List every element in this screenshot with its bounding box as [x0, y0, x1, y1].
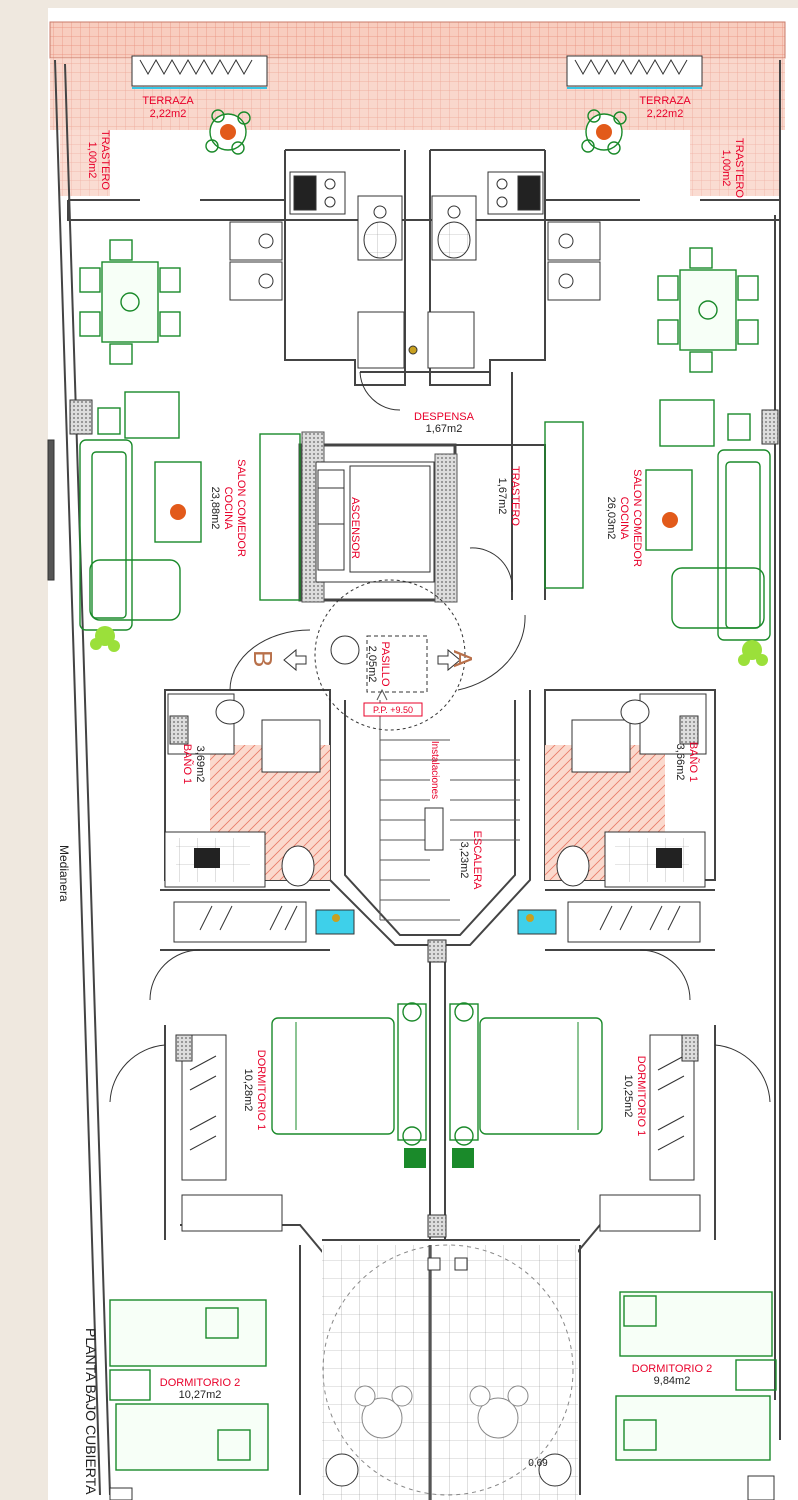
escalera-area: 3,23m2: [458, 842, 470, 879]
dorm1-right-area: 10,25m2: [622, 1075, 634, 1118]
trastero-right-name: TRASTERO: [733, 138, 745, 198]
terraza-left-name: TERRAZA: [142, 95, 194, 107]
door-mark-a: A: [448, 650, 478, 668]
terrace-planters: [131, 55, 703, 89]
sofa-set-right: [645, 399, 779, 641]
dorm1-left-area: 10,28m2: [242, 1069, 254, 1112]
trastero-left-area: 1,00m2: [86, 142, 98, 179]
pasillo-name: PASILLO: [379, 641, 391, 686]
salon-left-sub: COCINA: [222, 487, 234, 530]
terraza-left-area: 2,22m2: [150, 108, 187, 120]
landing-doors: [229, 371, 526, 731]
salon-left-name: SALON COMEDOR: [235, 459, 247, 557]
terrace-table-left: [205, 109, 251, 155]
terraza-right-name: TERRAZA: [639, 95, 691, 107]
despensa-area: 1,67m2: [426, 423, 463, 435]
trastero-left-name: TRASTERO: [99, 130, 111, 190]
elevator: [315, 461, 435, 583]
shafts: [175, 807, 699, 1271]
double-beds: [271, 1002, 603, 1168]
dining-table-right: [657, 247, 759, 373]
ascensor-name: ASCENSOR: [349, 497, 361, 559]
bano-right-area: 3,66m2: [674, 744, 686, 781]
bano-left-area: 3,69m2: [194, 746, 206, 783]
dimension-label: 0,69: [528, 1458, 548, 1469]
trastero-right-area: 1,00m2: [720, 150, 732, 187]
dorm2-right-area: 9,84m2: [654, 1375, 691, 1387]
dorm1-left-name: DORMITORIO 1: [255, 1050, 267, 1130]
central-terrace: [322, 1244, 578, 1500]
instalaciones-label: Instalaciones: [429, 741, 440, 799]
kitchen-units: [229, 171, 601, 369]
dorm1-right-name: DORMITORIO 1: [635, 1056, 647, 1136]
terraza-right-area: 2,22m2: [647, 108, 684, 120]
trastero-center-area: 1,67m2: [496, 478, 508, 515]
single-beds: [109, 1291, 777, 1471]
dining-table-left: [79, 239, 181, 365]
escalera-name: ESCALERA: [471, 831, 483, 890]
bano-right-name: BAÑO 1: [687, 742, 700, 782]
salon-right-area: 26,03m2: [605, 497, 617, 540]
plants: [90, 626, 768, 666]
terrace-table-right: [581, 109, 627, 155]
pasillo-area: 2,05m2: [366, 646, 378, 683]
dorm2-right-name: DORMITORIO 2: [632, 1363, 712, 1375]
level-tag: P.P. +9.50: [373, 705, 413, 715]
plan-title: PLANTA BAJO CUBIERTA: [83, 1328, 99, 1495]
salon-left-area: 23,88m2: [209, 487, 221, 530]
dorm2-left-name: DORMITORIO 2: [160, 1377, 240, 1389]
salon-right-name: SALON COMEDOR: [631, 469, 643, 567]
trastero-center-name: TRASTERO: [509, 466, 521, 526]
salon-right-sub: COCINA: [618, 497, 630, 540]
walls: [54, 59, 781, 1496]
dorm2-left-area: 10,27m2: [179, 1389, 222, 1401]
bano-left-name: BAÑO 1: [181, 744, 194, 784]
despensa-name: DESPENSA: [414, 411, 475, 423]
corner-symbols: [47, 439, 775, 1500]
bathroom-left: [164, 693, 355, 943]
medianera-label: Medianera: [57, 845, 71, 902]
bathroom-right: [517, 693, 707, 943]
staircase: [376, 688, 520, 921]
room-labels: TERRAZA 2,22m2 TERRAZA 2,22m2 TRASTERO 1…: [86, 95, 745, 1469]
door-mark-b: B: [248, 650, 278, 667]
